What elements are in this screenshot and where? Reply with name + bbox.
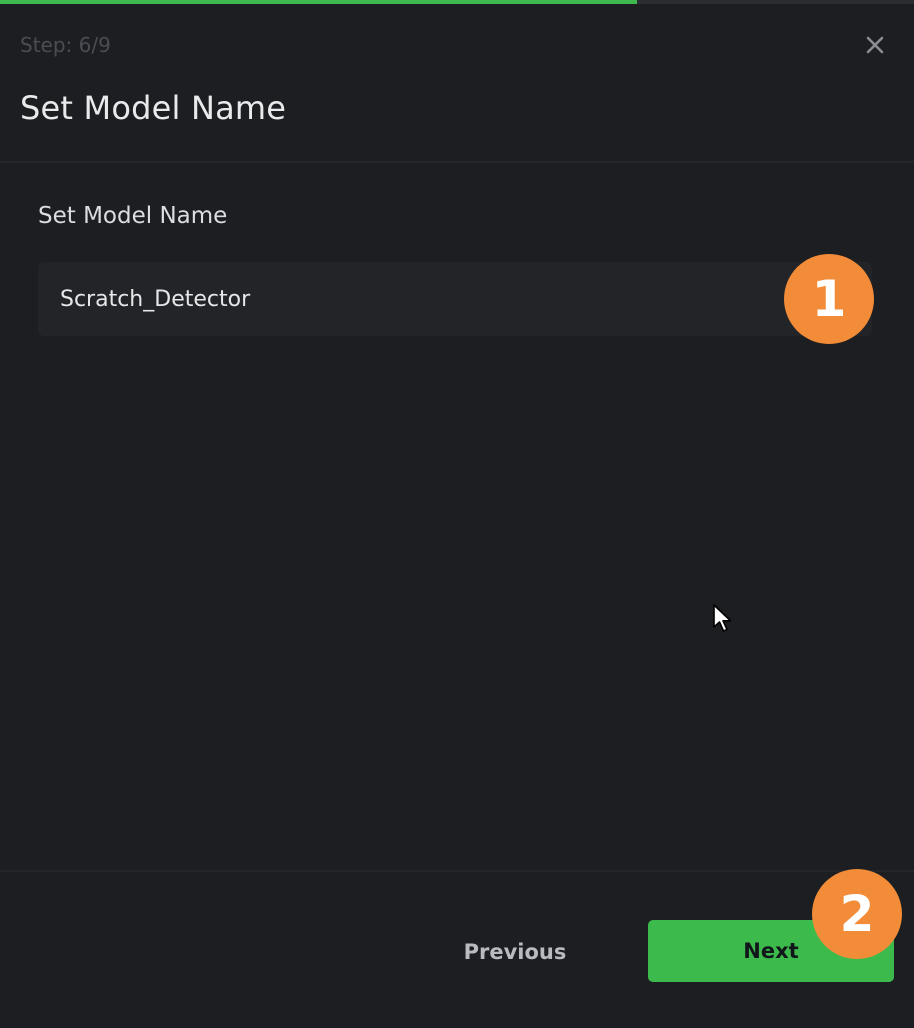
- annotation-badge-2: 2: [812, 869, 902, 959]
- annotation-badge-1: 1: [784, 254, 874, 344]
- close-button[interactable]: [860, 30, 890, 60]
- close-icon: [866, 36, 884, 54]
- model-name-label: Set Model Name: [38, 203, 228, 229]
- dialog-title: Set Model Name: [20, 89, 287, 127]
- progress-bar: [0, 0, 914, 4]
- model-name-input[interactable]: [38, 262, 872, 336]
- mouse-cursor-icon: [713, 604, 732, 632]
- footer-divider: [0, 870, 914, 872]
- header-divider: [0, 161, 914, 163]
- progress-bar-fill: [0, 0, 638, 4]
- previous-button[interactable]: Previous: [440, 925, 590, 979]
- step-indicator: Step: 6/9: [20, 33, 111, 57]
